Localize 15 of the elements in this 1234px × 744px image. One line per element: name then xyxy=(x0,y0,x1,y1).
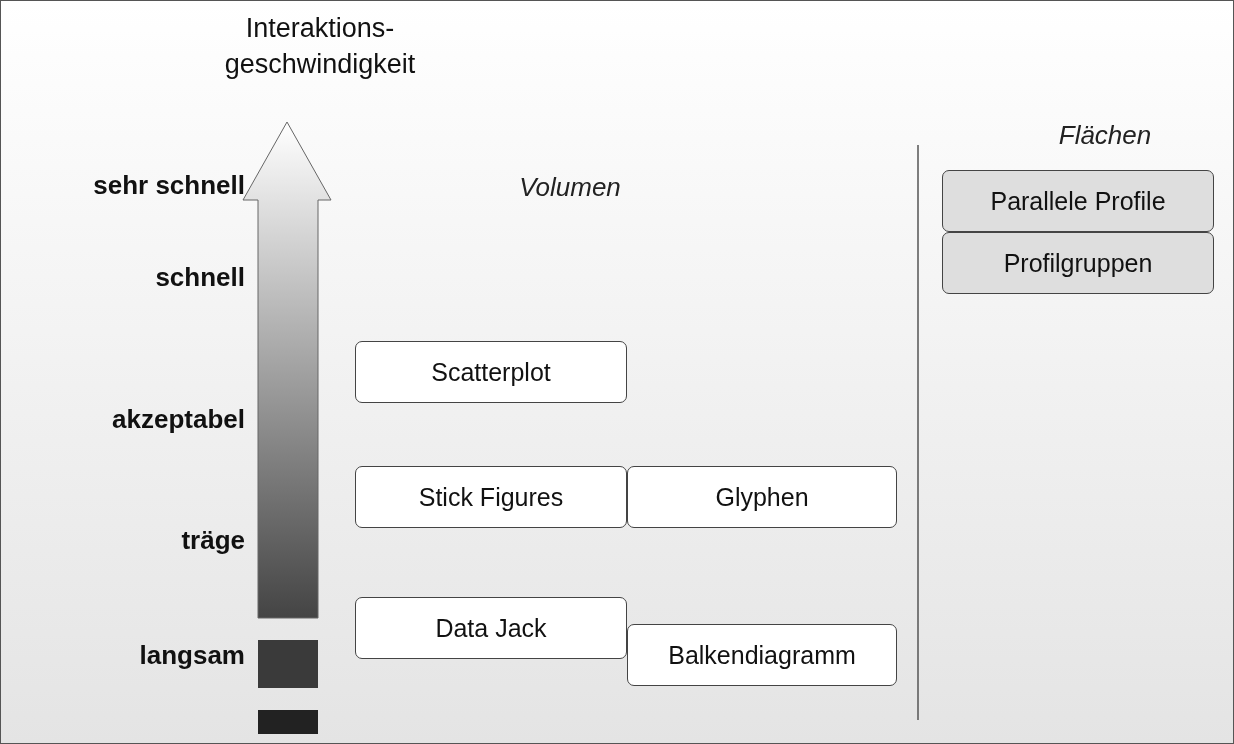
column-heading: Flächen xyxy=(1057,120,1153,151)
speed-level-label: träge xyxy=(181,525,245,556)
text-box: Profilgruppen xyxy=(942,232,1214,294)
text-box: Stick Figures xyxy=(355,466,627,528)
speed-level-label: sehr schnell xyxy=(93,170,245,201)
text-box: Data Jack xyxy=(355,597,627,659)
speed-level-label: akzeptabel xyxy=(112,404,245,435)
axis-label: Interaktions- geschwindigkeit xyxy=(223,12,417,81)
text-box: Parallele Profile xyxy=(942,170,1214,232)
speed-level-label: langsam xyxy=(139,640,245,671)
speed-level-label: schnell xyxy=(155,262,245,293)
text-box: Glyphen xyxy=(627,466,897,528)
text-box: Balkendiagramm xyxy=(627,624,897,686)
text-box: Scatterplot xyxy=(355,341,627,403)
column-heading: Volumen xyxy=(518,172,622,203)
